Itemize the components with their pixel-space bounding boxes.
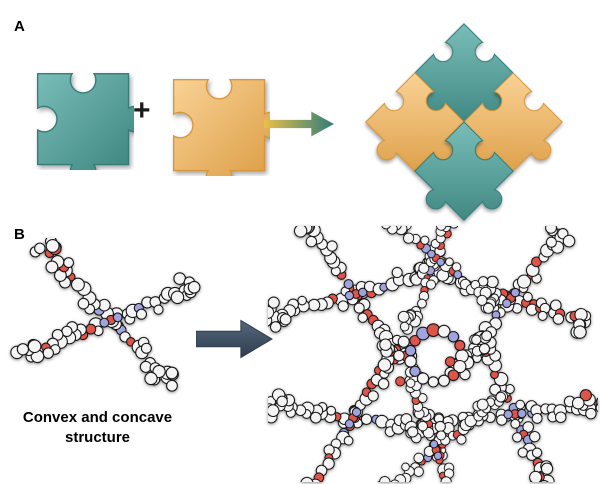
panel-a-label: A bbox=[14, 18, 26, 35]
porous-framework-molecule-model bbox=[268, 226, 598, 482]
panel-b-label: B bbox=[14, 226, 26, 243]
monomer-molecule-model bbox=[10, 238, 201, 392]
puzzle-piece-orange bbox=[172, 78, 270, 176]
puzzle-piece-teal bbox=[36, 72, 134, 170]
plus-sign: + bbox=[133, 94, 151, 127]
arrow-right-icon bbox=[264, 111, 334, 137]
arrow-right-icon-dark bbox=[196, 319, 274, 359]
molecule-caption: Convex and concave structure bbox=[22, 409, 173, 446]
assembled-puzzle-network bbox=[365, 23, 563, 221]
